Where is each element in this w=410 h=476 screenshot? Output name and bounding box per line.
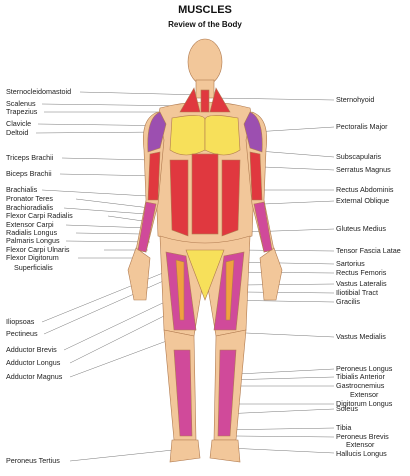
label-iliotibial-tract: Iliotibial Tract [336,289,378,297]
label-extensor-2: Extensor [346,441,374,449]
label-deltoid: Deltoid [6,129,28,137]
label-brachialis: Brachialis [6,186,37,194]
label-tensor-fascia-latae: Tensor Fascia Latae [336,247,401,255]
label-gracilis: Gracilis [336,298,360,306]
label-serratus-magnus: Serratus Magnus [336,166,391,174]
label-clavicle: Clavicle [6,120,31,128]
label-sternocleidomastoid: Sternocleidomastoid [6,88,71,96]
label-rectus-abdominis: Rectus Abdominis [336,186,394,194]
label-adductor-brevis: Adductor Brevis [6,346,57,354]
label-trapezius: Trapezius [6,108,37,116]
label-iliopsoas: Iliopsoas [6,318,34,326]
label-adductor-magnus: Adductor Magnus [6,373,62,381]
label-extensor: Extensor [350,391,378,399]
label-palmaris-longus: Palmaris Longus [6,237,60,245]
label-tibia: Tibia [336,424,351,432]
label-gastrocnemius: Gastrocnemius [336,382,384,390]
label-biceps-brachii: Biceps Brachii [6,170,52,178]
label-tibialis-anterior: Tibialis Anterior [336,373,385,381]
label-pectoralis-major: Pectoralis Major [336,123,388,131]
label-triceps-brachii: Triceps Brachii [6,154,53,162]
body-figure [128,39,282,462]
label-superficialis: Superficialis [14,264,53,272]
label-external-oblique: External Oblique [336,197,389,205]
label-pectineus: Pectineus [6,330,38,338]
label-adductor-longus: Adductor Longus [6,359,60,367]
label-gluteus-medius: Gluteus Medius [336,225,386,233]
label-subscapularis: Subscapularis [336,153,381,161]
label-flexor-digitorum: Flexor Digitorum [6,254,59,262]
label-peroneus-tertius: Peroneus Tertius [6,457,60,465]
label-sartorius: Sartorius [336,260,365,268]
label-vastus-medialis: Vastus Medialis [336,333,386,341]
label-vastus-lateralis: Vastus Lateralis [336,280,387,288]
label-flexor-carpi-radialis: Flexor Carpi Radialis [6,212,73,220]
label-sternohyoid: Sternohyoid [336,96,374,104]
label-pronator-teres: Pronator Teres [6,195,53,203]
label-hallucis-longus: Hallucis Longus [336,450,387,458]
label-soleus: Soleus [336,405,358,413]
label-rectus-femoris: Rectus Femoris [336,269,386,277]
